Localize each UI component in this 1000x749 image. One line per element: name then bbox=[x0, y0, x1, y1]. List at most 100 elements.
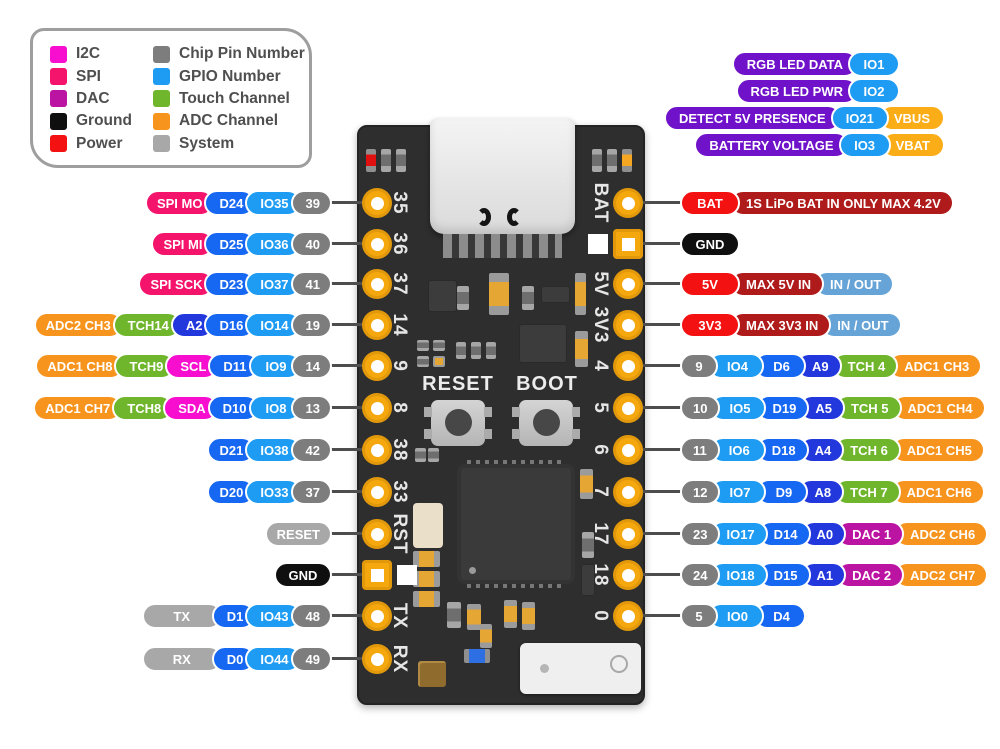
pill-tch-7: TCH 7 bbox=[834, 479, 901, 505]
legend-item-io: GPIO Number bbox=[153, 65, 305, 87]
smd-resistor bbox=[396, 149, 406, 172]
edge-label-0: 0 bbox=[590, 610, 611, 622]
legend-label: Ground bbox=[76, 112, 132, 130]
edge-label-38: 38 bbox=[389, 438, 410, 462]
smd-capacitor bbox=[575, 331, 588, 367]
wire bbox=[640, 323, 686, 326]
legend-label: ADC Channel bbox=[179, 112, 279, 130]
pin-row-left-RST: RESET bbox=[264, 521, 332, 547]
wire bbox=[640, 201, 686, 204]
edge-label-7: 7 bbox=[590, 486, 611, 498]
edge-label-RST: RST bbox=[389, 513, 410, 555]
sys-color-swatch bbox=[153, 135, 170, 153]
smd-resistor bbox=[522, 286, 534, 310]
smd-capacitor bbox=[575, 273, 586, 315]
module-ring bbox=[610, 655, 628, 673]
pin-hole-left-35 bbox=[362, 188, 392, 218]
usb-contact-mark bbox=[477, 208, 491, 226]
pill-tx: TX bbox=[141, 603, 222, 629]
pill-in-out: IN / OUT bbox=[814, 271, 895, 297]
smd-resistor bbox=[417, 356, 429, 367]
pill-spi-mi: SPI MI bbox=[151, 231, 215, 257]
legend-item-tch: Touch Channel bbox=[153, 88, 305, 110]
pin-hole-left-TX bbox=[362, 601, 392, 631]
pill-d4: D4 bbox=[754, 603, 806, 629]
boot-silkscreen-label: BOOT bbox=[516, 373, 578, 395]
pcb-board: RESET BOOT bbox=[357, 118, 645, 705]
smd-capacitor bbox=[480, 624, 492, 648]
tch-color-swatch bbox=[153, 90, 170, 108]
smd-resistor bbox=[471, 342, 481, 359]
pill-23: 23 bbox=[680, 521, 721, 547]
smd-small-ic bbox=[582, 565, 594, 595]
pin-hole-right-5V bbox=[613, 269, 643, 299]
edge-label-18: 18 bbox=[590, 563, 611, 587]
dac-color-swatch bbox=[50, 90, 67, 108]
pill-in-out: IN / OUT bbox=[821, 312, 902, 338]
legend-item-adc: ADC Channel bbox=[153, 110, 305, 132]
pill-dac-1: DAC 1 bbox=[836, 521, 905, 547]
wire bbox=[318, 614, 366, 617]
smd-resistor bbox=[456, 342, 466, 359]
edge-label-BAT: BAT bbox=[590, 182, 611, 224]
pill-io3: IO3 bbox=[838, 132, 891, 158]
pill-tch-6: TCH 6 bbox=[834, 437, 901, 463]
smd-capacitor bbox=[433, 356, 445, 367]
module-dot bbox=[540, 664, 549, 673]
gnd-silkscreen-square bbox=[588, 234, 608, 254]
pill-11: 11 bbox=[680, 437, 720, 463]
wire bbox=[318, 448, 366, 451]
pin-hole-right-6 bbox=[613, 435, 643, 465]
spi-color-swatch bbox=[50, 68, 67, 86]
pill-io4: IO4 bbox=[708, 353, 764, 379]
pin-hole-right-7 bbox=[613, 477, 643, 507]
pin-hole-left-8 bbox=[362, 393, 392, 423]
smd-capacitor bbox=[580, 469, 593, 499]
pill-io36: IO36 bbox=[245, 231, 301, 257]
legend-label: SPI bbox=[76, 67, 101, 85]
wire bbox=[318, 532, 366, 535]
wire bbox=[318, 323, 366, 326]
smd-charger-ic bbox=[520, 325, 566, 362]
legend-label: System bbox=[179, 134, 235, 152]
smd-resistor bbox=[582, 532, 594, 558]
pin-hole-left-36 bbox=[362, 229, 392, 259]
legend-label: DAC bbox=[76, 89, 110, 107]
smd-resistor bbox=[592, 149, 602, 172]
pill-adc1-ch6: ADC1 CH6 bbox=[890, 479, 985, 505]
wire bbox=[318, 201, 366, 204]
pill-tch14: TCH14 bbox=[112, 312, 181, 338]
gnd-silkscreen-square bbox=[397, 565, 417, 585]
pill-41: 41 bbox=[290, 271, 332, 297]
smd-resistor bbox=[486, 342, 496, 359]
smd-resistor bbox=[433, 340, 445, 351]
pill-rgb-led-data: RGB LED DATA bbox=[731, 51, 858, 77]
pin-row-right-gnd: GND bbox=[680, 231, 740, 257]
wire bbox=[318, 406, 366, 409]
reset-silkscreen-label: RESET bbox=[422, 373, 494, 395]
smd-regulator-ic bbox=[429, 281, 456, 311]
pill-io1: IO1 bbox=[848, 51, 900, 77]
edge-label-36: 36 bbox=[389, 232, 410, 256]
edge-label-14: 14 bbox=[389, 313, 410, 337]
pill-39: 39 bbox=[290, 190, 332, 216]
pin-hole-left-RX bbox=[362, 644, 392, 674]
pill-adc1-ch4: ADC1 CH4 bbox=[891, 395, 986, 421]
pin-hole-left-14 bbox=[362, 310, 392, 340]
gnd-pad bbox=[613, 229, 643, 259]
legend-item-gnd: Ground bbox=[50, 110, 153, 132]
edge-label-5: 5 bbox=[590, 402, 611, 414]
legend-item-i2c: I2C bbox=[50, 43, 153, 65]
pill-io37: IO37 bbox=[245, 271, 301, 297]
pill-10: 10 bbox=[680, 395, 721, 421]
gnd-color-swatch bbox=[50, 112, 67, 130]
